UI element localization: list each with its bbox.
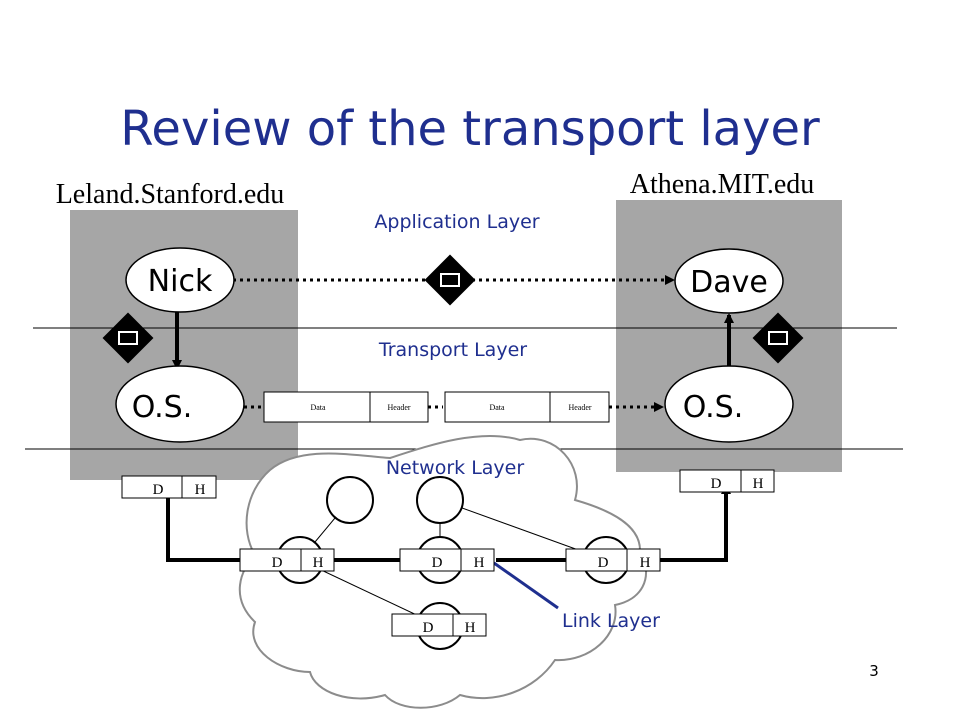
network-packet-left-host: D H — [121, 475, 217, 499]
router-node — [326, 476, 374, 524]
right-os-node — [664, 365, 794, 443]
network-packet-router: D H — [391, 613, 487, 637]
segment-data-label: Data — [310, 403, 326, 412]
left-os-node — [115, 365, 245, 443]
packet-data-label: D — [711, 476, 722, 492]
transport-layer-label: Transport Layer — [378, 339, 527, 361]
packet-header-label: H — [474, 555, 485, 571]
packet-header-label: H — [753, 476, 764, 492]
packet-data-label: D — [432, 555, 443, 571]
link-layer-pointer — [493, 561, 559, 610]
router-node — [416, 476, 464, 524]
network-packet-right-host: D H — [679, 469, 775, 493]
link-layer-label: Link Layer — [562, 610, 660, 632]
page-number: 3 — [869, 662, 879, 680]
right-os-label: O.S. — [683, 390, 744, 425]
right-app-node — [674, 248, 784, 314]
network-packet-router: D H — [565, 548, 661, 572]
packet-header-label: H — [465, 620, 476, 636]
left-app-label: Nick — [148, 264, 213, 299]
packet-data-label: D — [423, 620, 434, 636]
packet-data-label: D — [153, 482, 164, 498]
packet-path — [632, 497, 728, 562]
packet-data-label: D — [598, 555, 609, 571]
right-app-label: Dave — [690, 265, 768, 300]
envelope-icon — [424, 254, 476, 306]
network-layer-label: Network Layer — [386, 457, 525, 479]
packet-header-label: H — [313, 555, 324, 571]
segment-data-label: Data — [489, 403, 505, 412]
left-os-label: O.S. — [132, 390, 193, 425]
left-app-node — [125, 247, 235, 313]
transport-segment: Data Header — [263, 391, 429, 423]
packet-header-label: H — [640, 555, 651, 571]
network-packet-router: D H — [399, 548, 495, 572]
right-host-domain: Athena.MIT.edu — [630, 169, 815, 200]
transport-segment: Data Header — [444, 391, 610, 423]
left-host-domain: Leland.Stanford.edu — [56, 179, 285, 210]
packet-data-label: D — [272, 555, 283, 571]
envelope-icon — [752, 312, 804, 364]
packet-header-label: H — [195, 482, 206, 498]
packet-path — [166, 497, 272, 562]
segment-header-label: Header — [387, 403, 410, 412]
application-layer-label: Application Layer — [374, 211, 539, 233]
segment-header-label: Header — [568, 403, 591, 412]
slide-title: Review of the transport layer — [120, 101, 820, 157]
network-packet-router: D H — [239, 548, 335, 572]
